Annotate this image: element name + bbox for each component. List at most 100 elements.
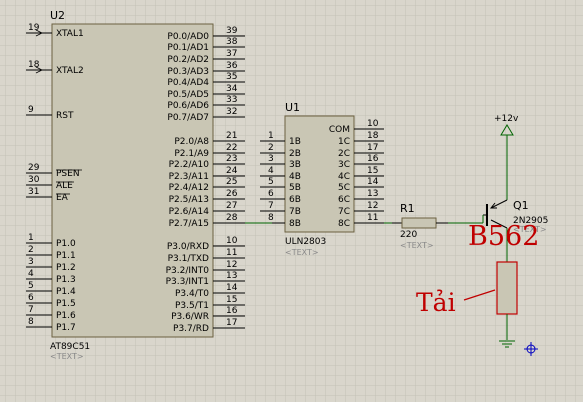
u1-pin-number: 5 xyxy=(268,177,274,187)
u1-pin-number: 12 xyxy=(367,201,378,211)
u1-text-placeholder: <TEXT> xyxy=(285,248,319,257)
u2-pin-number: 25 xyxy=(226,177,237,187)
u2-pin-number: 36 xyxy=(226,61,238,71)
u2-pin-name: P3.1/TXD xyxy=(168,254,209,264)
u1-com-pin-name: COM xyxy=(329,125,350,135)
u2-pin-number: 17 xyxy=(226,318,237,328)
u1-ref-label: U1 xyxy=(285,101,300,114)
u1-pin-name: 6B xyxy=(289,195,301,205)
u2-pin-name: P0.7/AD7 xyxy=(167,113,209,123)
u2-pin-number: 29 xyxy=(28,163,40,173)
u2-ref-label: U2 xyxy=(50,9,65,22)
u2-pin-number: 27 xyxy=(226,201,237,211)
u2-pin-name: P1.6 xyxy=(56,311,76,321)
u2-pin-number: 35 xyxy=(226,72,237,82)
q1-ref-label: Q1 xyxy=(513,199,529,212)
u1-pin-number: 8 xyxy=(268,213,274,223)
u2-pin-number: 18 xyxy=(28,60,40,70)
power-label: +12v xyxy=(494,114,519,124)
u2-pin-number: 8 xyxy=(28,317,34,327)
u2-pin-name: P0.5/AD5 xyxy=(167,90,209,100)
u2-pin-name: P2.6/A14 xyxy=(169,207,210,217)
annotation-load-pointer xyxy=(463,289,496,301)
u2-pin-name: P3.6/WR xyxy=(171,312,209,322)
u1-pin-name: 4C xyxy=(338,172,350,182)
u2-pin-name: P0.4/AD4 xyxy=(167,78,209,88)
u1-driver[interactable]: U1 ULN2803 <TEXT> 11B22B33B44B55B66B77B8… xyxy=(260,101,384,257)
u2-pin-number: 22 xyxy=(226,143,237,153)
u1-pin-number: 15 xyxy=(367,166,378,176)
u2-pin-number: 38 xyxy=(226,37,238,47)
u2-pin-number: 2 xyxy=(28,245,34,255)
u1-pin-name: 5C xyxy=(338,183,350,193)
u2-pin-name: P1.0 xyxy=(56,239,76,249)
u2-pin-number: 6 xyxy=(28,293,34,303)
u2-pin-number: 19 xyxy=(28,23,40,33)
u2-pin-name: P2.0/A8 xyxy=(174,137,209,147)
r1-resistor[interactable]: R1 220 <TEXT> xyxy=(392,202,448,250)
u1-pin-name: 6C xyxy=(338,195,350,205)
u2-pin-name: P3.3/INT1 xyxy=(166,277,209,287)
u2-pin-name: P2.1/A9 xyxy=(174,149,209,159)
u1-pin-name: 8B xyxy=(289,219,301,229)
u2-left-pins: 19XTAL118XTAL29RST29PSEN30ALE31EA1P1.02P… xyxy=(26,23,84,333)
u2-pin-name: P1.7 xyxy=(56,323,76,333)
u2-pin-number: 11 xyxy=(226,248,237,258)
u1-pin-number: 17 xyxy=(367,143,378,153)
u2-pin-number: 30 xyxy=(28,175,40,185)
u2-pin-number: 33 xyxy=(226,95,237,105)
q1-part-label: 2N2905 xyxy=(513,216,548,226)
power-terminal[interactable]: +12v xyxy=(494,114,519,165)
u1-pin-name: 1C xyxy=(338,137,350,147)
u2-pin-name: EA xyxy=(56,193,69,203)
u2-pin-number: 10 xyxy=(226,236,238,246)
u1-pin-number: 18 xyxy=(367,131,379,141)
u1-part-label: ULN2803 xyxy=(285,237,326,247)
u2-pin-number: 9 xyxy=(28,105,34,115)
ground-icon[interactable] xyxy=(499,340,515,348)
u2-pin-number: 31 xyxy=(28,187,39,197)
u2-pin-number: 3 xyxy=(28,257,34,267)
annotation-b562: B562 xyxy=(468,221,539,252)
u2-pin-number: 15 xyxy=(226,295,237,305)
u2-pin-name: P3.7/RD xyxy=(173,324,209,334)
xtal1-marker xyxy=(35,29,43,37)
u2-pin-name: P0.0/AD0 xyxy=(167,32,209,42)
u1-pin-name: 4B xyxy=(289,172,301,182)
u2-pin-name: P3.2/INT0 xyxy=(166,266,210,276)
load-component[interactable] xyxy=(496,261,518,340)
u2-pin-number: 14 xyxy=(226,283,238,293)
u2-pin-name: P3.0/RXD xyxy=(167,242,209,252)
u2-pin-name: P3.5/T1 xyxy=(175,301,209,311)
load-body xyxy=(496,261,518,315)
q1-emitter-arrow xyxy=(489,202,497,209)
u1-pin-number: 6 xyxy=(268,189,274,199)
u1-pin-name: 3B xyxy=(289,160,301,170)
u2-pin-number: 5 xyxy=(28,281,34,291)
u2-pin-number: 4 xyxy=(28,269,34,279)
u2-pin-name: P0.3/AD3 xyxy=(167,67,209,77)
u1-body xyxy=(284,115,355,233)
q1-transistor[interactable]: Q1 2N2905 <TEXT> xyxy=(482,165,548,262)
u2-pin-name: P1.5 xyxy=(56,299,76,309)
u1-pin-name: 7C xyxy=(338,207,350,217)
u2-pin-name: ALE xyxy=(56,181,73,191)
u2-text-placeholder: <TEXT> xyxy=(50,352,84,361)
u2-pin-name: XTAL1 xyxy=(56,29,84,39)
u1-pin-number: 3 xyxy=(268,154,274,164)
r1-text-placeholder: <TEXT> xyxy=(400,241,434,250)
origin-marker-icon xyxy=(524,342,538,356)
u2-pin-name: P1.4 xyxy=(56,287,76,297)
u1-pin-name: 5B xyxy=(289,183,301,193)
u2-pin-number: 1 xyxy=(28,233,34,243)
u1-pin-name: 7B xyxy=(289,207,301,217)
u2-pin-name: P2.5/A13 xyxy=(169,195,209,205)
u2-pin-number: 34 xyxy=(226,84,238,94)
u2-pin-name: P0.6/AD6 xyxy=(167,101,209,111)
u1-pin-number: 16 xyxy=(367,154,379,164)
u2-microcontroller[interactable]: U2 AT89C51 <TEXT> 19XTAL118XTAL29RST29PS… xyxy=(26,9,245,361)
u2-pin-number: 13 xyxy=(226,271,237,281)
u1-pin-name: 2C xyxy=(338,149,350,159)
